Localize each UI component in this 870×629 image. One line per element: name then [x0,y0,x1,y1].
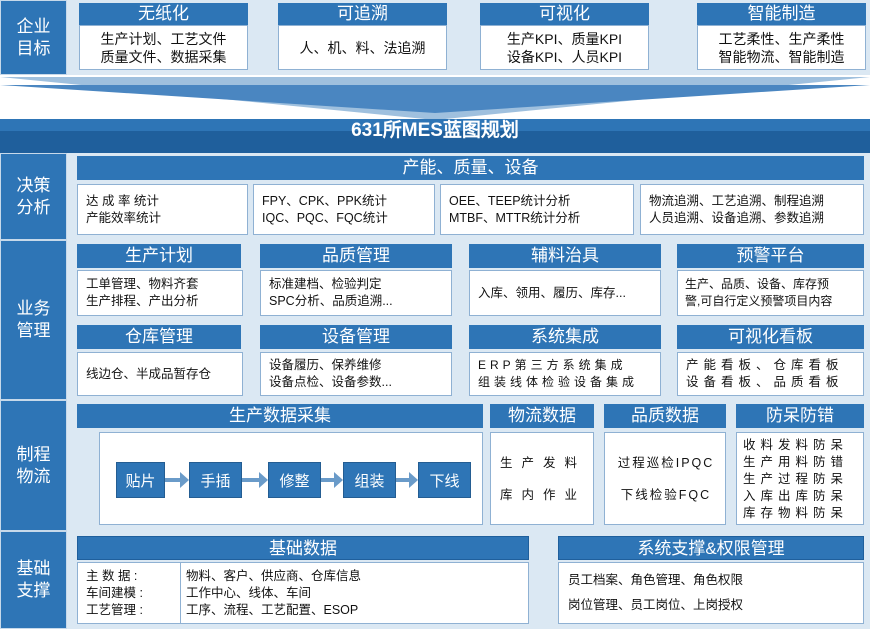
goal-traceable-title: 可追溯 [278,3,447,25]
logistics-title: 物流数据 [490,404,594,428]
step-assemble: 组装 [343,462,396,498]
blueprint-arrow [0,75,870,155]
module-warning-text: 生产、品质、设备、库存预 警,可自行定义预警项目内容 [677,270,864,316]
foolproof-title: 防呆防错 [736,404,864,428]
system-support-line-2: 岗位管理、员工岗位、上岗授权 [568,598,744,612]
goal-traceable-text: 人、机、料、法追溯 [278,25,447,70]
flow-arrow-4 [396,472,418,488]
foundation-side-label: 基础 支撑 [0,531,67,629]
blueprint-title: 631所MES蓝图规划 [351,120,519,141]
basic-data-box: 主 数 据 : 车间建模 : 工艺管理 : 物料、客户、供应商、仓库信息 工作中… [77,562,529,624]
system-support-box: 员工档案、角色管理、角色权限 岗位管理、员工岗位、上岗授权 [558,562,864,624]
module-auxiliary-title: 辅料治具 [469,244,661,268]
foolproof-text: 收料发料防呆 生产用料防错 生产过程防呆 入库出库防呆 库存物料防呆 [736,432,864,525]
module-production-plan-title: 生产计划 [77,244,241,268]
module-integration-text: ERP第三方系统集成 组装线体检验设备集成 [469,352,661,396]
flow-arrow-3 [321,472,343,488]
step-smt: 贴片 [116,462,165,498]
module-quality-title: 品质管理 [260,244,452,268]
decision-box-fpy: FPY、CPK、PPK统计 IQC、PQC、FQC统计 [253,184,435,235]
logistics-box: 生产发料 库内作业 [490,432,594,525]
decision-box-trace: 物流追溯、工艺追溯、制程追溯 人员追溯、设备追溯、参数追溯 [640,184,864,235]
goal-visual-text: 生产KPI、质量KPI 设备KPI、人员KPI [480,25,649,70]
quality-line-1: 过程巡检IPQC [617,456,715,470]
basic-data-divider [180,563,181,623]
goal-paperless-title: 无纸化 [79,3,248,25]
goal-paperless-text: 生产计划、工艺文件 质量文件、数据采集 [79,25,248,70]
module-warehouse-text: 线边仓、半成品暂存仓 [77,352,243,396]
module-warning-title: 预警平台 [677,244,864,268]
logistics-line-2: 库内作业 [499,488,586,502]
flow-arrow-1 [165,472,189,488]
decision-side-label: 决策 分析 [0,153,67,240]
decision-title: 产能、质量、设备 [77,156,864,180]
module-equipment-text: 设备履历、保养维修 设备点检、设备参数... [260,352,452,396]
basic-data-title: 基础数据 [77,536,529,560]
step-insert: 手插 [189,462,242,498]
module-warehouse-title: 仓库管理 [77,325,241,349]
system-support-line-1: 员工档案、角色管理、角色权限 [568,573,744,587]
module-equipment-title: 设备管理 [260,325,452,349]
process-side-label: 制程 物流 [0,400,67,531]
quality-line-2: 下线检验FQC [620,488,712,502]
goal-smart-text: 工艺柔性、生产柔性 智能物流、智能制造 [697,25,866,70]
module-dashboard-text: 产能看板、仓库看板 设备看板、品质看板 [677,352,864,396]
step-offline: 下线 [418,462,471,498]
goals-side-label: 企业 目标 [0,0,67,75]
module-auxiliary-text: 入库、领用、履历、库存... [469,270,661,316]
goal-smart-title: 智能制造 [697,3,866,25]
decision-box-rate: 达 成 率 统计 产能效率统计 [77,184,248,235]
basic-data-labels: 主 数 据 : 车间建模 : 工艺管理 : [86,569,143,617]
quality-data-box: 过程巡检IPQC 下线检验FQC [604,432,726,525]
module-dashboard-title: 可视化看板 [677,325,864,349]
flow-arrow-2 [242,472,268,488]
step-trim: 修整 [268,462,321,498]
module-production-plan-text: 工单管理、物料齐套 生产排程、产出分析 [77,270,243,316]
module-integration-title: 系统集成 [469,325,661,349]
basic-data-values: 物料、客户、供应商、仓库信息 工作中心、线体、车间 工序、流程、工艺配置、ESO… [186,569,362,617]
business-side-label: 业务 管理 [0,240,67,400]
quality-data-title: 品质数据 [604,404,726,428]
logistics-line-1: 生产发料 [499,456,586,470]
decision-box-oee: OEE、TEEP统计分析 MTBF、MTTR统计分析 [440,184,634,235]
goal-visual-title: 可视化 [480,3,649,25]
module-quality-text: 标准建档、检验判定 SPC分析、品质追溯... [260,270,452,316]
collect-title: 生产数据采集 [77,404,483,428]
system-support-title: 系统支撑&权限管理 [558,536,864,560]
